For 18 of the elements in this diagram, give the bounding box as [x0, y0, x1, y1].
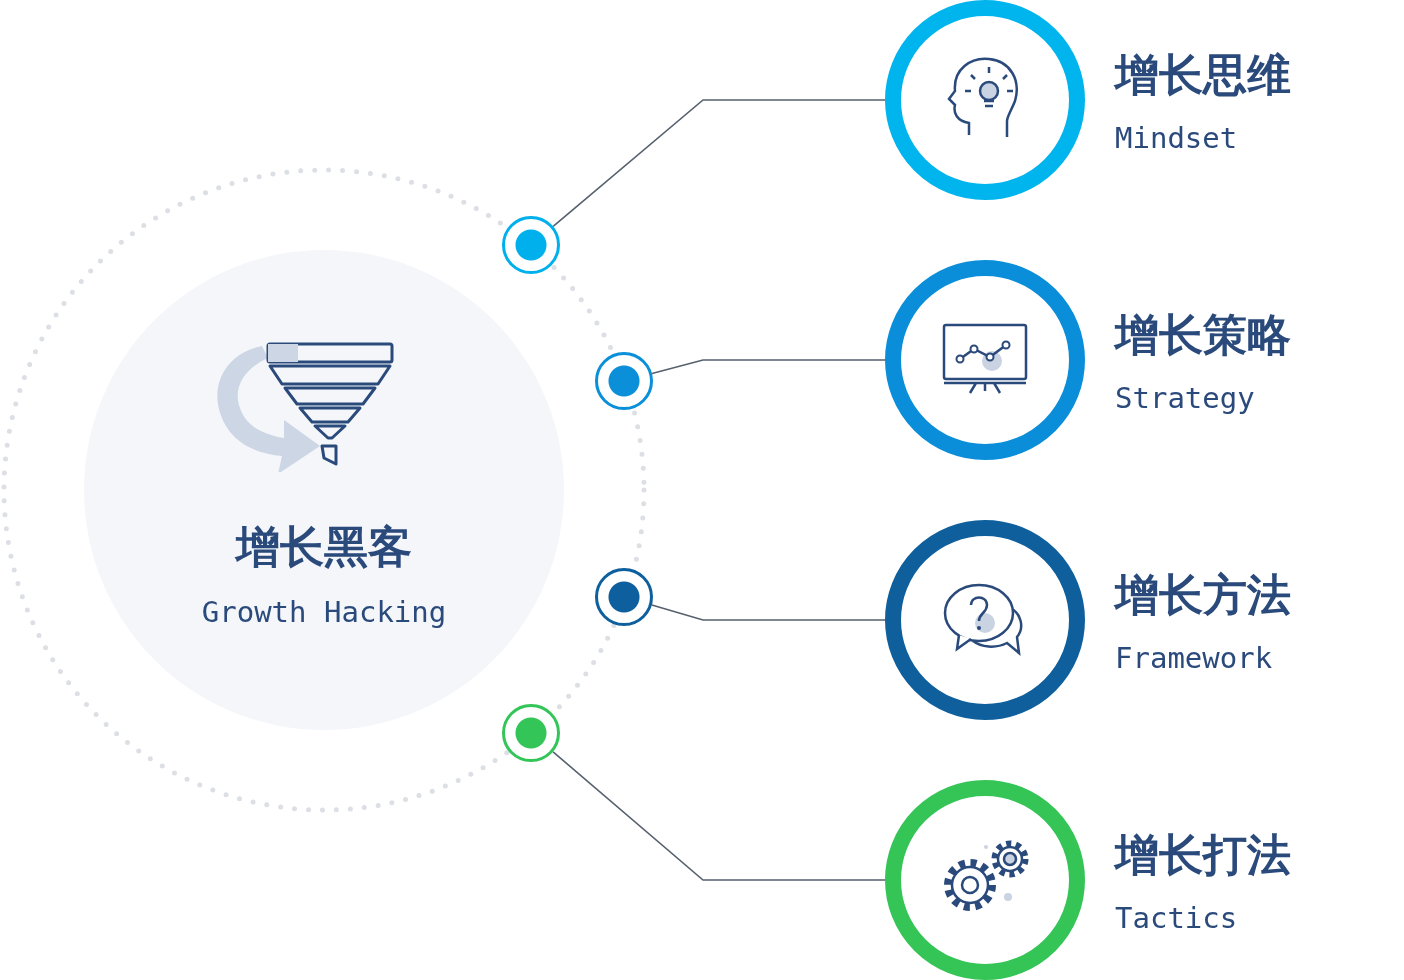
dot-marker: [595, 352, 653, 410]
connector-line: [651, 604, 886, 621]
connector-line: [651, 359, 886, 375]
dot-marker: [502, 704, 560, 762]
connector-line: [552, 99, 886, 228]
dot-marker: [595, 568, 653, 626]
heading: 增长思维: [1115, 49, 1291, 101]
dot-marker: [502, 216, 560, 274]
hub-title: 增长黑客: [233, 521, 413, 573]
subtitle: Framework: [1115, 640, 1273, 676]
subtitle: Strategy: [1115, 380, 1255, 416]
subtitle: Tactics: [1115, 900, 1238, 936]
heading: 增长策略: [1115, 309, 1291, 361]
connector-line: [552, 751, 886, 881]
heading: 增长打法: [1115, 829, 1291, 881]
heading: 增长方法: [1115, 569, 1291, 621]
hub-subtitle: Growth Hacking: [200, 594, 448, 630]
subtitle: Mindset: [1115, 120, 1238, 156]
